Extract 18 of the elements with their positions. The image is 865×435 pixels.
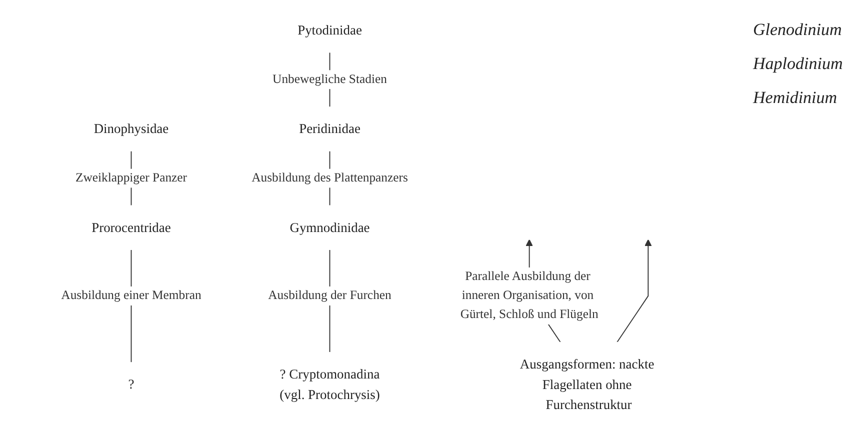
edge-label: Unbewegliche Stadien — [272, 72, 387, 86]
node-text: Peridinidae — [299, 121, 360, 136]
genus-name: Glenodinium — [753, 20, 843, 40]
node-text: Ausgangsformen: nackte Flagellaten ohne Furchenstruktur — [520, 356, 654, 412]
edge-label: Ausbildung des Plattenpanzers — [252, 171, 408, 185]
node-text: Pytodinidae — [298, 22, 362, 38]
genus-name: Haplodinium — [753, 54, 844, 74]
node-text: Prorocentridae — [92, 220, 171, 235]
edge-label: Ausbildung der Furchen — [268, 288, 392, 302]
edge-label: Zweiklappiger Panzer — [75, 171, 188, 185]
node-text: Dinophysidae — [94, 121, 169, 136]
node-text: ? Cryptomonadina (vgl. Protochrysis) — [280, 366, 380, 402]
edge-label: Parallele Ausbildung der inneren Organisation, von Gürtel, Schloß und Flügeln — [460, 270, 598, 322]
genus-name: Hemidinium — [753, 88, 838, 108]
node-text: ? — [128, 376, 134, 392]
arrow — [616, 239, 652, 343]
node-text: Gymnodinidae — [290, 220, 370, 235]
edge-label: Ausbildung einer Membran — [61, 288, 202, 302]
